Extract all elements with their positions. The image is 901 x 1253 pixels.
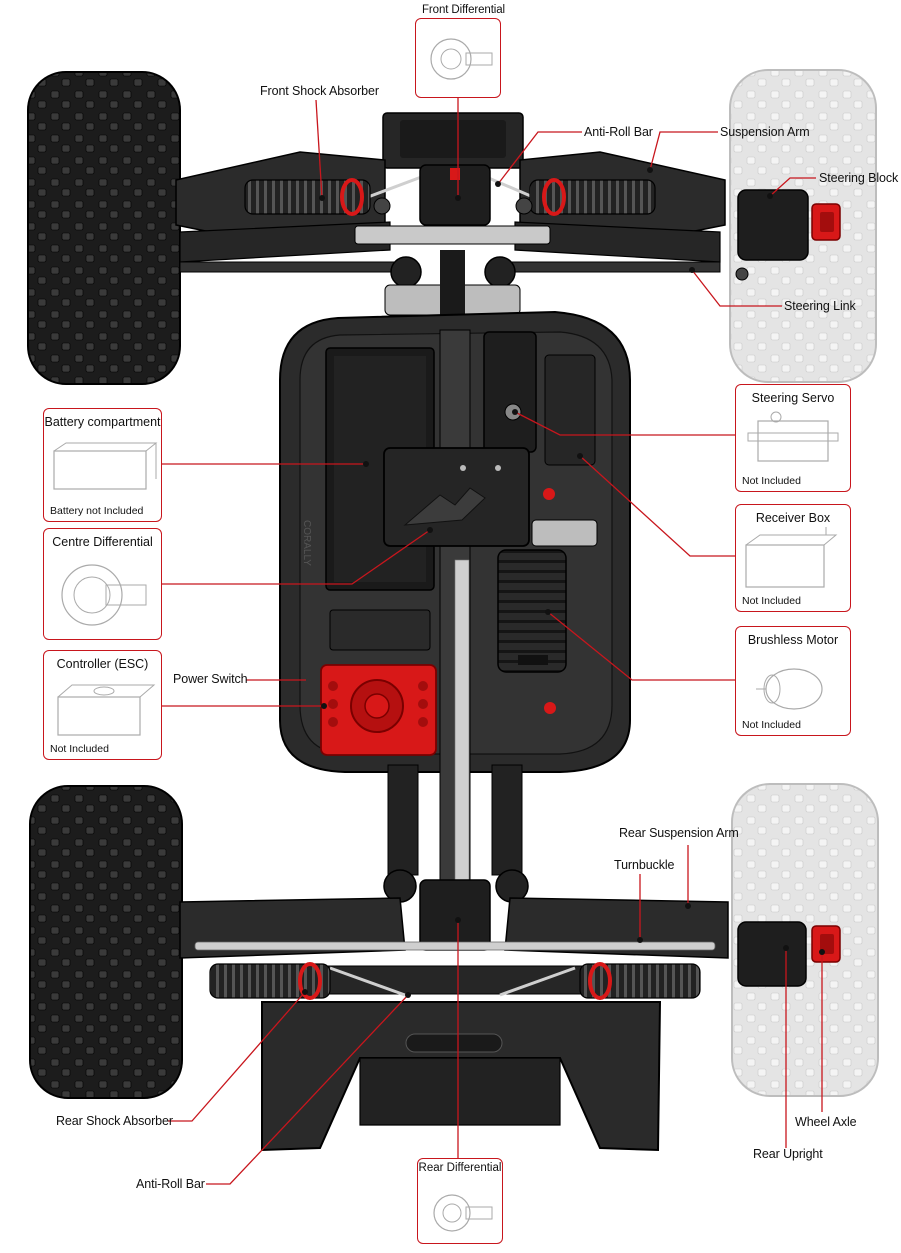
steering-block bbox=[735, 189, 841, 281]
receiver-box-cover bbox=[383, 447, 530, 547]
brushless-motor-note: Not Included bbox=[742, 719, 801, 731]
steering-link-label: Steering Link bbox=[784, 299, 856, 313]
svg-text:CORALLY: CORALLY bbox=[301, 520, 312, 566]
front-left-wheel bbox=[27, 71, 181, 385]
rear-differential-box: Rear Differential bbox=[417, 1158, 503, 1244]
anti-roll-bar-front-label: Anti-Roll Bar bbox=[584, 125, 653, 139]
motor-icon bbox=[756, 668, 823, 710]
steering-block-label: Steering Block bbox=[819, 171, 899, 185]
front-suspension bbox=[175, 151, 726, 273]
receiver-box-icon bbox=[745, 527, 838, 588]
rear-shock-absorbers bbox=[209, 962, 701, 1000]
rear-suspension-arm-label: Rear Suspension Arm bbox=[619, 826, 739, 840]
battery-compartment-title: Battery compartment bbox=[44, 415, 161, 429]
differential-icon bbox=[61, 564, 147, 626]
turnbuckle-label: Turnbuckle bbox=[614, 858, 675, 872]
battery-compartment-box: Battery compartment Battery not Included bbox=[43, 408, 162, 522]
rear-left-wheel bbox=[29, 785, 183, 1099]
rear-upright bbox=[737, 921, 841, 987]
brushless-motor-box: Brushless Motor Not Included bbox=[735, 626, 851, 736]
receiver-box-note: Not Included bbox=[742, 595, 801, 607]
battery-note: Battery not Included bbox=[50, 505, 144, 517]
front-differential-box bbox=[415, 18, 501, 98]
suspension-arm-label: Suspension Arm bbox=[720, 125, 810, 139]
servo-icon bbox=[747, 411, 839, 462]
steering-servo-part bbox=[483, 331, 596, 466]
esc-icon bbox=[57, 684, 156, 736]
leader-dots bbox=[302, 167, 825, 998]
receiver-box-callout: Receiver Box Not Included bbox=[735, 504, 851, 612]
differential-icon bbox=[430, 38, 493, 80]
rear-shock-absorber-label: Rear Shock Absorber bbox=[56, 1114, 173, 1128]
rear-upright-label: Rear Upright bbox=[753, 1147, 823, 1161]
rear-posts bbox=[383, 869, 529, 951]
steering-servo-title: Steering Servo bbox=[751, 391, 835, 405]
controller-esc-note: Not Included bbox=[50, 743, 109, 755]
front-shock-absorber-label: Front Shock Absorber bbox=[260, 84, 379, 98]
centre-spine bbox=[387, 329, 523, 891]
rear-suspension bbox=[179, 897, 729, 997]
controller-esc-box: Controller (ESC) Not Included bbox=[43, 650, 162, 760]
power-switch-label: Power Switch bbox=[173, 672, 248, 686]
front-shock-absorbers bbox=[244, 178, 656, 216]
rear-differential-title: Rear Differential bbox=[418, 1162, 502, 1174]
receiver-box-title: Receiver Box bbox=[755, 511, 831, 525]
rear-wing bbox=[261, 1001, 662, 1152]
front-bumper bbox=[382, 112, 524, 169]
differential-icon bbox=[433, 1194, 493, 1232]
controller-esc-title: Controller (ESC) bbox=[56, 657, 149, 671]
esc-part bbox=[320, 664, 437, 756]
battery-icon bbox=[53, 442, 158, 490]
wheel-axle-label: Wheel Axle bbox=[795, 1115, 857, 1129]
centre-differential-title: Centre Differential bbox=[52, 535, 153, 549]
front-differential-label: Front Differential bbox=[422, 4, 505, 16]
steering-servo-note: Not Included bbox=[742, 475, 801, 487]
motor-part bbox=[497, 488, 598, 714]
centre-differential-box: Centre Differential bbox=[43, 528, 162, 640]
steering-servo-box: Steering Servo Not Included bbox=[735, 384, 851, 492]
anti-roll-bar-rear-label: Anti-Roll Bar bbox=[136, 1177, 205, 1191]
brushless-motor-title: Brushless Motor bbox=[747, 633, 839, 647]
leader-lines bbox=[162, 98, 823, 1185]
